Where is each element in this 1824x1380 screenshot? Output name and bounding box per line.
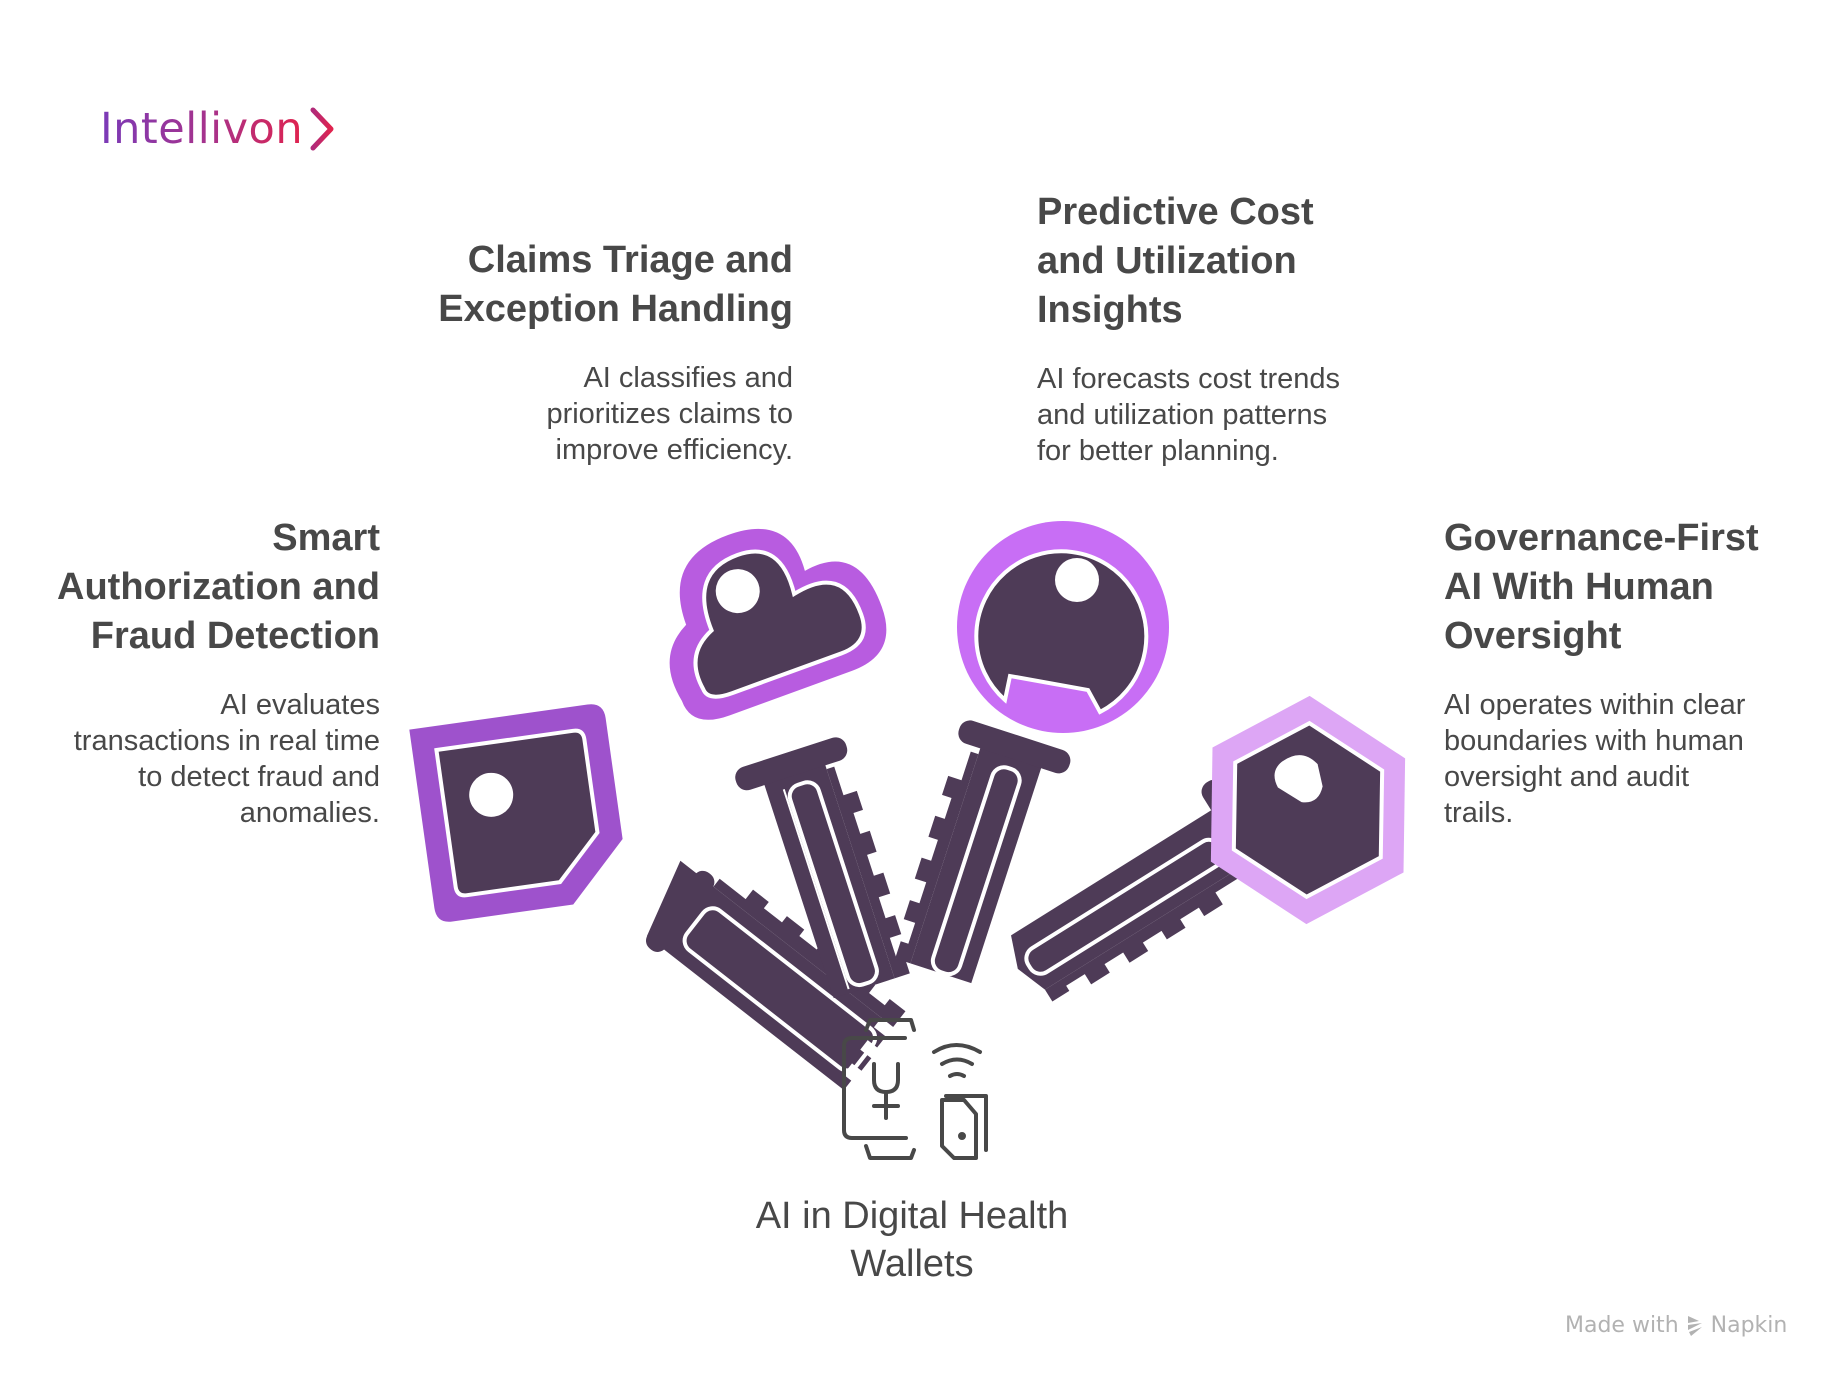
- key-round-icon: [895, 521, 1169, 984]
- brand-logo: Intellivon: [100, 104, 335, 154]
- item-predictive-cost: Predictive Cost and Utilization Insights…: [1037, 188, 1417, 469]
- item-description: AI classifies and prioritizes claims to …: [546, 362, 793, 466]
- diagram-title: AI in Digital Health Wallets: [755, 1195, 1069, 1285]
- brand-name: Intellivon: [100, 104, 304, 154]
- made-with-label: Made with: [1565, 1313, 1679, 1338]
- smartwatch-wallet-icon: [842, 1018, 988, 1160]
- napkin-logo-icon: [1687, 1315, 1702, 1336]
- item-governance-first: Governance-First AI With Human Oversight…: [1444, 514, 1814, 831]
- item-smart-authorization: Smart Authorization and Fraud Detection …: [40, 514, 380, 831]
- item-claims-triage: Claims Triage and Exception Handling AI …: [393, 236, 793, 468]
- key-hexagon-icon: [1011, 695, 1406, 1002]
- item-title: Smart Authorization and Fraud Detection: [57, 517, 380, 657]
- made-with-napkin[interactable]: Made with Napkin: [1565, 1313, 1787, 1338]
- key-tag-icon: [409, 704, 906, 1091]
- chevron-right-icon: [310, 107, 334, 151]
- item-title: Claims Triage and Exception Handling: [438, 239, 793, 330]
- item-description: AI operates within clear boundaries with…: [1444, 689, 1746, 829]
- key-cloud-icon: [669, 528, 910, 999]
- item-description: AI forecasts cost trends and utilization…: [1037, 363, 1341, 467]
- item-title: Predictive Cost and Utilization Insights: [1037, 191, 1314, 331]
- item-description: AI evaluates transactions in real time t…: [73, 689, 380, 829]
- item-title: Governance-First AI With Human Oversight: [1444, 517, 1759, 657]
- napkin-brand: Napkin: [1710, 1313, 1788, 1338]
